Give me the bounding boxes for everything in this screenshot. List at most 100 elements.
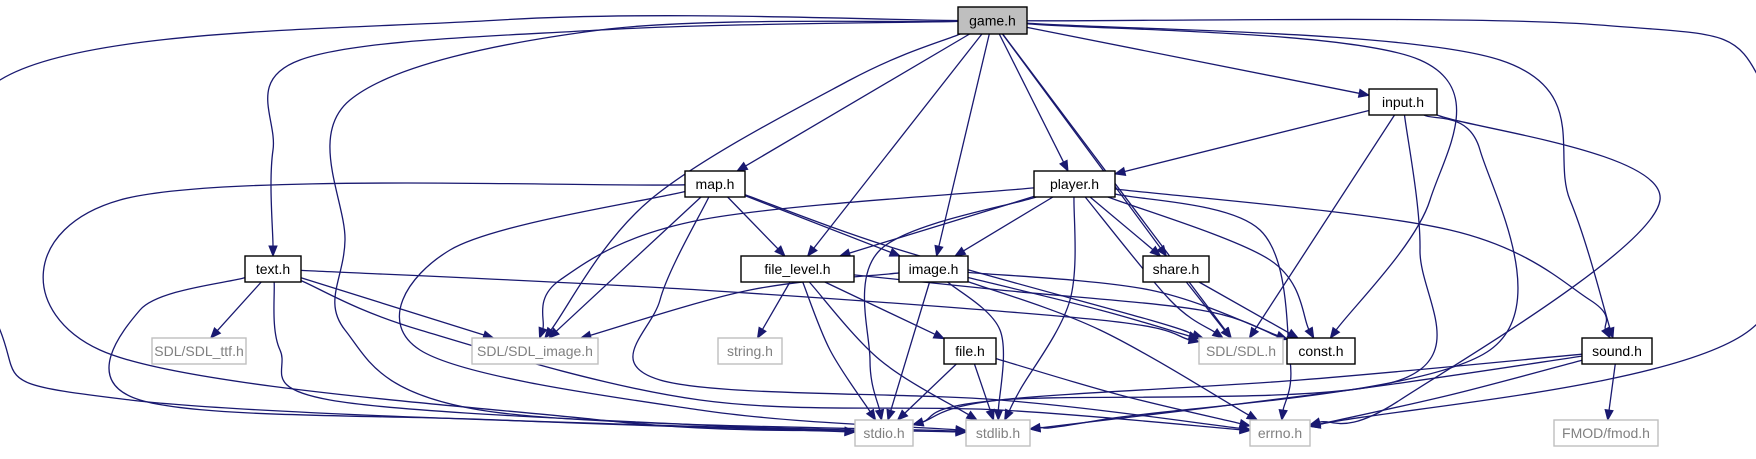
edge-line (1114, 188, 1608, 330)
edge-line (744, 194, 1194, 336)
node-map-h[interactable]: map.h (684, 170, 746, 198)
arrowhead (544, 326, 556, 340)
edge-line (853, 274, 1278, 337)
edge-player-h-to-stdlib-h (1004, 196, 1076, 422)
arrowhead (1220, 326, 1232, 340)
node-box (1368, 88, 1438, 116)
arrowhead (756, 326, 767, 340)
node-box (965, 419, 1031, 447)
edge-line (947, 281, 1005, 411)
node-label: string.h (727, 343, 773, 359)
node-player-h[interactable]: player.h (1033, 170, 1116, 198)
edge-line (398, 190, 957, 431)
edge-line (1039, 355, 1583, 429)
edge-line (922, 353, 1583, 423)
edge-line (590, 272, 900, 336)
edge-player-h-to-const-h (1107, 196, 1315, 340)
edge-input-h-to-sdl-h (1248, 114, 1396, 340)
arrowhead (1278, 408, 1288, 422)
arrowhead (1113, 166, 1127, 176)
edge-sound-h-to-stdlib-h (1028, 355, 1583, 433)
edge-line (967, 276, 1190, 337)
arrowhead (1304, 326, 1315, 340)
node-box (151, 337, 247, 365)
node-const-h[interactable]: const.h (1286, 337, 1356, 365)
node-file-level-h[interactable]: file_level.h (740, 255, 855, 283)
edge-player-h-to-stdio-h (863, 196, 1037, 422)
edges-layer (0, 15, 1756, 437)
arrowhead (538, 326, 548, 340)
edge-game-h-to-map-h (735, 33, 970, 172)
node-box (1553, 419, 1659, 447)
arrowhead (985, 408, 995, 422)
edge-line (1319, 114, 1661, 425)
edge-line (1089, 196, 1154, 251)
node-box (717, 337, 783, 365)
edge-line (963, 196, 1054, 252)
arrowhead (911, 417, 925, 427)
node-box (957, 6, 1028, 35)
node-label: image.h (909, 261, 959, 277)
edge-file-level-h-to-file-h (824, 281, 946, 340)
node-sdl-ttf-h: SDL/SDL_ttf.h (151, 337, 247, 365)
node-label: input.h (1382, 94, 1424, 110)
arrowhead (1238, 418, 1252, 429)
edge-line (632, 196, 1241, 429)
node-input-h[interactable]: input.h (1368, 88, 1438, 116)
node-label: SDL/SDL.h (1206, 343, 1276, 359)
edge-line (744, 195, 891, 253)
edge-line (1114, 193, 1292, 411)
arrowhead (886, 408, 896, 422)
edge-line (1608, 363, 1616, 411)
node-game-h[interactable]: game.h (957, 6, 1028, 35)
edge-line (267, 20, 959, 247)
edge-map-h-to-stdio-h (42, 182, 857, 436)
edge-input-h-to-player-h (1113, 109, 1370, 176)
edge-file-level-h-to-stdlib-h (808, 281, 979, 421)
arrowhead (1028, 423, 1041, 433)
edge-file-level-h-to-stdio-h (802, 281, 877, 422)
arrowhead (874, 408, 885, 422)
node-share-h[interactable]: share.h (1142, 255, 1210, 283)
edge-line (967, 281, 1249, 416)
edge-map-h-to-sdl-image-h (548, 196, 702, 339)
edge-line (1185, 281, 1225, 331)
node-label: stdlib.h (976, 425, 1020, 441)
edge-file-h-to-stdlib-h (973, 363, 995, 422)
edge-share-h-to-const-h (1198, 281, 1300, 339)
edge-line (1124, 109, 1370, 173)
edge-line (1026, 23, 1458, 331)
edge-file-h-to-stdio-h (896, 363, 957, 421)
edge-share-h-to-sdl-h (1185, 281, 1232, 340)
node-sound-h[interactable]: sound.h (1581, 337, 1653, 365)
edge-line (1026, 26, 1360, 94)
node-image-h[interactable]: image.h (898, 255, 969, 283)
edge-line (998, 33, 1065, 163)
edge-line (1254, 114, 1396, 330)
edge-file-level-h-to-string-h (756, 281, 791, 340)
arrowhead (1187, 331, 1201, 341)
arrowhead (1357, 88, 1371, 98)
node-box (1286, 337, 1356, 365)
node-box (898, 255, 969, 283)
edge-map-h-to-image-h (744, 195, 902, 257)
node-box (1198, 337, 1284, 365)
edge-line (824, 281, 936, 335)
edge-line (745, 33, 970, 167)
arrowhead (1059, 159, 1069, 173)
node-file-h[interactable]: file.h (943, 337, 997, 365)
node-stdio-h: stdio.h (854, 419, 914, 447)
node-box (854, 419, 914, 447)
node-fmod-h: FMOD/fmod.h (1553, 419, 1659, 447)
edge-line (890, 281, 931, 411)
edge-line (967, 271, 1278, 337)
edge-line (0, 15, 959, 432)
node-label: game.h (969, 13, 1016, 29)
node-label: const.h (1298, 343, 1343, 359)
node-label: SDL/SDL_image.h (477, 343, 593, 359)
arrowhead (934, 244, 944, 258)
node-text-h[interactable]: text.h (244, 255, 302, 283)
arrowhead (1149, 245, 1162, 257)
node-box (943, 337, 997, 365)
